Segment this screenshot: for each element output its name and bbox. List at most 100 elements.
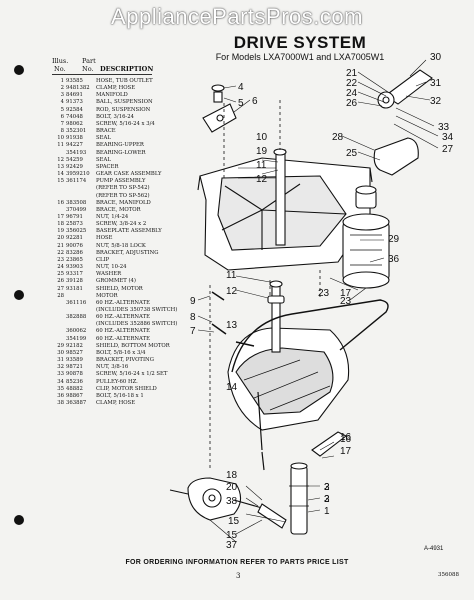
illus-number: 18 xyxy=(57,221,64,228)
callout-label: 21 xyxy=(346,68,358,79)
part-description: (INCLUDES 352886 SWITCH) xyxy=(96,321,178,328)
part-number: 354199 xyxy=(66,335,87,342)
part-number: 74048 xyxy=(66,113,83,120)
part-number: 39128 xyxy=(66,278,83,285)
part-description: MOTOR xyxy=(96,292,118,299)
part-number: 91938 xyxy=(66,135,83,142)
part-description: BRACE, MOTOR xyxy=(96,206,141,213)
part-number: 96791 xyxy=(66,213,83,220)
part-description: 60 HZ.-ALTERNATE xyxy=(96,335,150,342)
header-illus-no: No. xyxy=(54,65,66,73)
center-shaft-part xyxy=(275,149,286,246)
part-number: 363887 xyxy=(66,400,87,407)
illus-number: 1 xyxy=(60,78,64,84)
part-description: NUT, 5/8-18 LOCK xyxy=(96,242,146,249)
site-watermark: AppliancePartsPros.com xyxy=(111,4,363,29)
page-title: DRIVE SYSTEM xyxy=(233,33,367,52)
callout-label: 25 xyxy=(346,148,358,159)
callout-label: 24 xyxy=(346,88,358,99)
suspension-ball-part xyxy=(211,84,225,92)
hose-part xyxy=(257,503,287,529)
part-number: 93181 xyxy=(66,285,83,292)
callout-label: 19 xyxy=(256,146,268,157)
illus-number: 31 xyxy=(57,357,64,364)
callout-label: 15 xyxy=(226,530,238,541)
illus-number: 36 xyxy=(57,392,64,399)
part-description: SEAL xyxy=(96,156,111,163)
part-number: 23865 xyxy=(66,256,83,263)
callout-label: 26 xyxy=(346,98,358,109)
callout-label: 16 xyxy=(340,432,352,443)
part-description: SEAL xyxy=(96,135,111,142)
part-description: BOLT, 5/16-18 x 1 xyxy=(96,392,144,399)
part-number: 93585 xyxy=(66,78,83,84)
part-description: BASEPLATE ASSEMBLY xyxy=(96,228,162,235)
page-subtitle: For Models LXA7000W1 and LXA7005W1 xyxy=(215,52,385,62)
callout-label: 30 xyxy=(430,52,442,63)
illus-number: 34 xyxy=(57,378,64,385)
part-description: GEAR CASE ASSEMBLY xyxy=(96,171,162,178)
part-number: 352301 xyxy=(66,128,87,135)
callout-label: 36 xyxy=(388,254,400,265)
part-description: NUT, 10-24 xyxy=(96,264,127,271)
part-number: 98867 xyxy=(66,392,83,399)
illus-number: 2 xyxy=(60,85,64,92)
parts-list-row: (REFER TO SP-562) xyxy=(52,193,184,200)
part-description: BEARING-UPPER xyxy=(96,142,144,149)
callout-label: 34 xyxy=(442,132,454,143)
part-description: SCREW, 5/16-24 x 3/4 xyxy=(96,120,155,127)
callout-label: 3 xyxy=(324,494,330,505)
part-description: (INCLUDES 350738 SWITCH) xyxy=(96,307,178,313)
binder-hole-middle xyxy=(14,290,24,300)
part-number: 90076 xyxy=(66,242,83,249)
part-description: CLAMP, HOSE xyxy=(96,85,136,92)
part-number: 91373 xyxy=(66,99,83,106)
callout-label: 23 xyxy=(340,296,352,307)
part-description: (REFER TO SP-542) xyxy=(96,185,150,192)
illus-number: 16 xyxy=(57,199,64,206)
illus-number: 38 xyxy=(57,400,64,407)
part-number: 360062 xyxy=(66,328,87,335)
callout-label: 15 xyxy=(228,516,240,527)
motor-part xyxy=(342,221,390,281)
part-description: 60 HZ.-ALTERNATE xyxy=(96,314,150,321)
callout-label: 3 xyxy=(324,482,330,493)
callout-label: 11 xyxy=(226,270,237,281)
header-illus: Illus. xyxy=(52,57,69,65)
part-description: SHIELD, BOTTOM MOTOR xyxy=(96,342,170,349)
part-number: 92281 xyxy=(66,235,83,242)
header-part-no: No. xyxy=(82,65,94,73)
callout-label: 12 xyxy=(256,174,268,185)
part-description: 60 HZ.-ALTERNATE xyxy=(96,328,150,335)
part-number: 98062 xyxy=(66,120,83,127)
part-description: SPACER xyxy=(96,163,119,170)
illus-number: 10 xyxy=(57,135,64,142)
part-description: PUMP ASSEMBLY xyxy=(96,178,146,185)
illus-number: 8 xyxy=(60,128,64,135)
callout-label: 4 xyxy=(238,82,244,93)
illus-number: 14 xyxy=(57,171,64,178)
part-description: NUT, 1/4-24 xyxy=(96,213,129,220)
callout-label: 8 xyxy=(190,312,196,323)
part-number: 90878 xyxy=(66,371,83,378)
illus-number: 30 xyxy=(57,349,64,356)
callout-label: 7 xyxy=(190,326,196,337)
part-description: SCREW, 5/16-24 x 1/2 SET xyxy=(96,371,168,378)
illus-number: 25 xyxy=(57,271,64,278)
illus-number: 11 xyxy=(57,142,64,149)
callout-label: 14 xyxy=(226,382,238,393)
